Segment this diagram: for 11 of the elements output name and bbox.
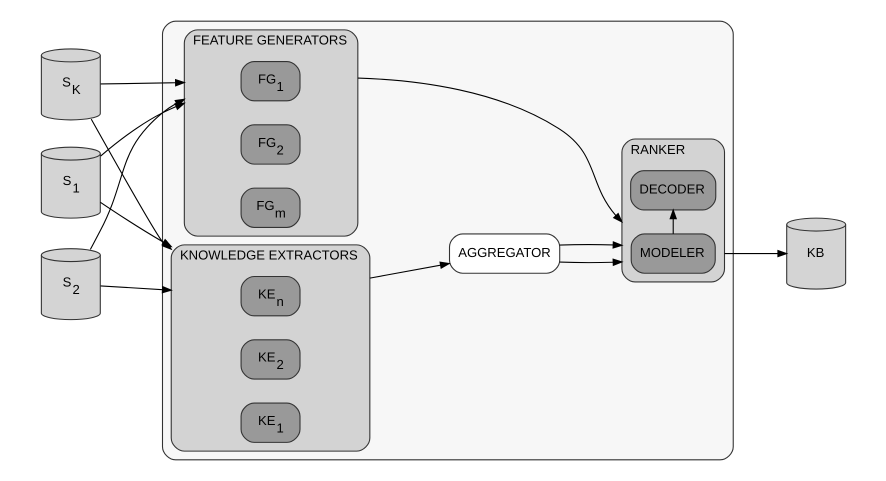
arrow xyxy=(559,241,624,249)
node-box: DECODER xyxy=(630,170,716,210)
arrow xyxy=(100,285,172,294)
arrow xyxy=(559,258,624,266)
node-box: MODELER xyxy=(630,233,716,274)
arrow xyxy=(357,78,623,224)
node-box: AGGREGATOR xyxy=(448,233,560,274)
arrow xyxy=(668,208,677,234)
arrow xyxy=(369,261,450,279)
arrow xyxy=(724,250,788,258)
arrow xyxy=(100,78,186,87)
